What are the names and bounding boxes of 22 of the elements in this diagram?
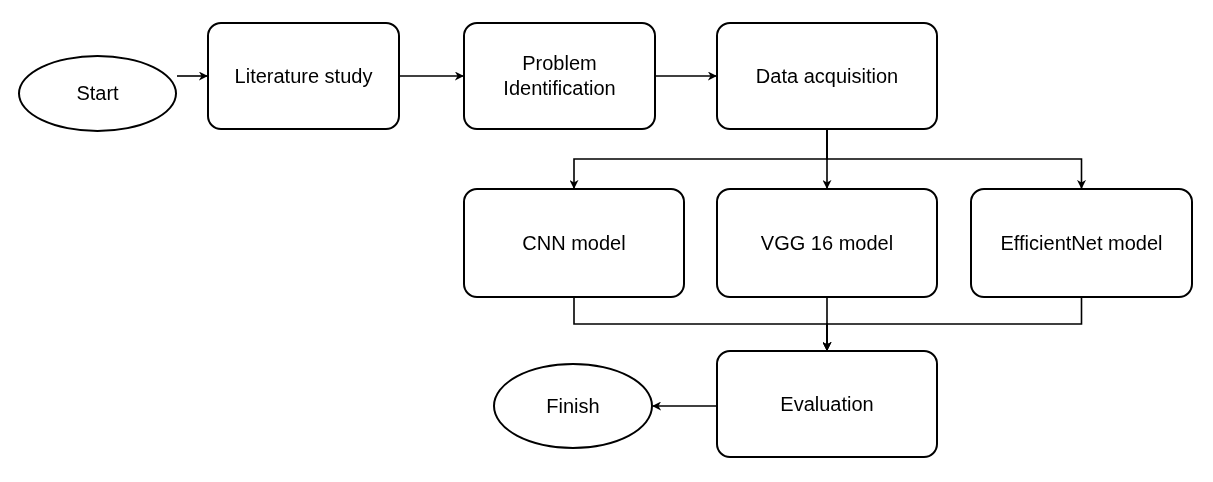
arrow [176, 71, 208, 81]
process-box [716, 350, 938, 458]
node-label: Problem Identification [502, 51, 617, 101]
node-label: VGG 16 model [759, 230, 895, 256]
node-label: Data acquisition [754, 63, 900, 89]
arrow [822, 297, 1083, 351]
arrow [652, 401, 717, 411]
node-label: Start [75, 81, 120, 106]
process-box [207, 22, 400, 130]
process-box [463, 188, 685, 298]
process-box [716, 188, 938, 298]
process-box [716, 22, 938, 130]
arrow [826, 129, 1086, 189]
node-label: Evaluation [779, 391, 875, 417]
node-label: CNN model [521, 230, 627, 256]
process-box [463, 22, 656, 130]
node-label: Finish [545, 393, 601, 419]
arrow [399, 71, 464, 81]
node-label: EfficientNet model [999, 230, 1164, 256]
process-box [970, 188, 1193, 298]
node-label: Literature study [233, 63, 374, 89]
arrow [655, 71, 717, 81]
